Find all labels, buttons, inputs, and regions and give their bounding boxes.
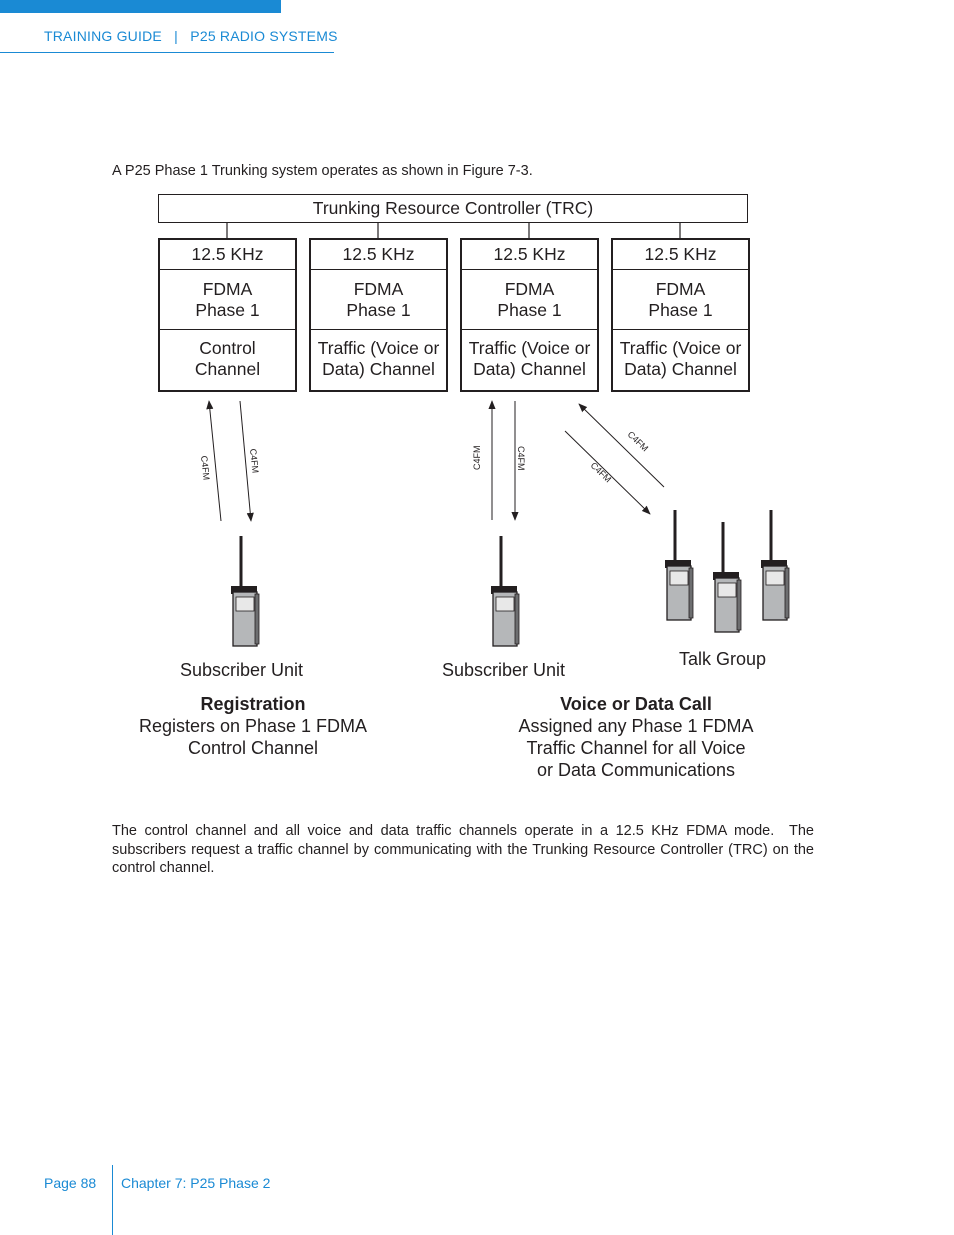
channel-bandwidth: 12.5 KHz xyxy=(160,240,295,270)
page-number: Page 88 xyxy=(44,1175,97,1191)
footer-rule xyxy=(112,1165,113,1235)
trc-box: Trunking Resource Controller (TRC) xyxy=(158,194,748,223)
radio-icon xyxy=(231,536,260,647)
subscriber-unit-label: Subscriber Unit xyxy=(180,660,304,680)
channel-bandwidth: 12.5 KHz xyxy=(311,240,446,270)
registration-caption: Registration Registers on Phase 1 FDMA C… xyxy=(113,693,393,759)
channel-bandwidth: 12.5 KHz xyxy=(462,240,597,270)
uplink-arrow-left xyxy=(206,400,222,522)
chapter-title: Chapter 7: P25 Phase 2 xyxy=(121,1175,271,1191)
c4fm-label: C4FM xyxy=(516,446,526,471)
body-paragraph: The control channel and all voice and da… xyxy=(112,823,819,876)
subscriber-unit-label: Subscriber Unit xyxy=(442,660,566,680)
radio-icon xyxy=(491,536,520,647)
c4fm-label: C4FM xyxy=(199,455,212,480)
header-rule xyxy=(0,52,334,53)
header-accent-bar xyxy=(0,0,281,13)
channel-bandwidth: 12.5 KHz xyxy=(613,240,748,270)
radio-icon xyxy=(761,510,790,621)
radio-icon xyxy=(713,522,742,633)
voice-call-caption: Voice or Data Call Assigned any Phase 1 … xyxy=(496,693,776,781)
uplink-arrow-diag xyxy=(578,403,665,488)
talk-group-label: Talk Group xyxy=(679,649,767,669)
c4fm-label: C4FM xyxy=(589,460,614,484)
voice-call-title: Voice or Data Call xyxy=(560,694,712,714)
radio-icon xyxy=(665,510,694,621)
intro-sentence: A P25 Phase 1 Trunking system operates a… xyxy=(112,163,533,179)
c4fm-label: C4FM xyxy=(626,429,651,453)
running-header: TRAINING GUIDE | P25 RADIO SYSTEMS xyxy=(44,28,338,44)
trc-connectors xyxy=(226,223,681,238)
c4fm-label: C4FM xyxy=(248,448,261,473)
registration-title: Registration xyxy=(200,694,306,714)
downlink-arrow-diag xyxy=(564,430,651,515)
downlink-arrow-left xyxy=(239,400,254,522)
c4fm-label: C4FM xyxy=(472,446,482,471)
